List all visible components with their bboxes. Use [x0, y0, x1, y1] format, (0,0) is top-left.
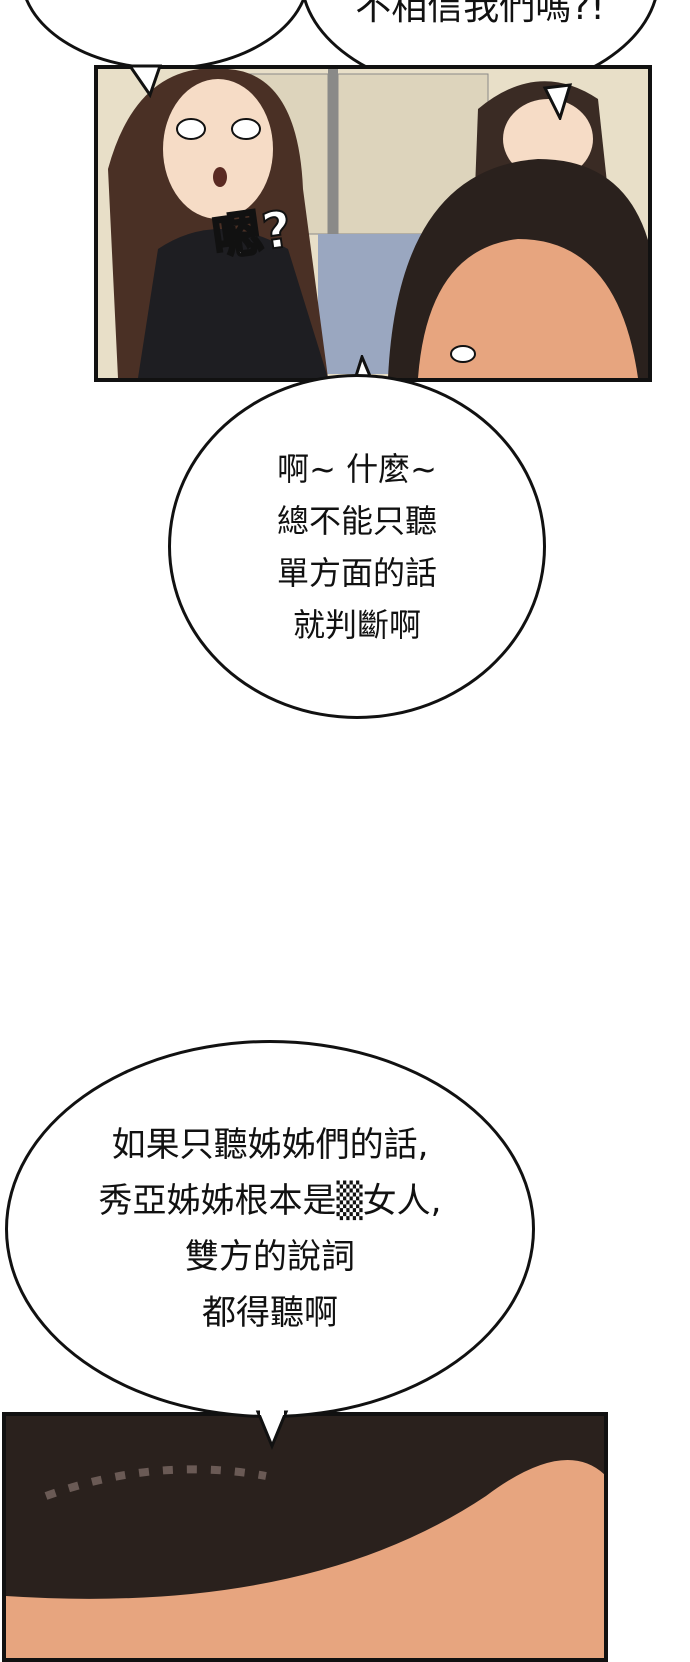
panel-2-artwork: [6, 1416, 604, 1599]
bubble-text: 就判斷啊: [292, 605, 421, 644]
bubble-text: 雙方的說詞: [185, 1237, 355, 1277]
speech-bubble-bottom: 如果只聽姊姊們的話, 秀亞姊姊根本是▒女人, 雙方的說詞 都得聽啊: [5, 1040, 535, 1418]
bubble-text: 不相信我們嗎?!: [355, 0, 605, 28]
comic-panel-1: 嗯?: [94, 65, 652, 382]
sound-effect-text: 嗯?: [208, 199, 296, 269]
bubble-text: 如果只聽姊姊們的話,: [111, 1125, 429, 1165]
bubble-text: 秀亞姊姊根本是▒女人,: [98, 1181, 442, 1221]
comic-panel-2: [2, 1412, 608, 1662]
bubble-tails-top: [127, 64, 573, 120]
bubble-text: 都得聽啊: [202, 1293, 338, 1333]
speech-bubble-middle: 啊~ 什麼~ 總不能只聽 單方面的話 就判斷啊: [168, 374, 546, 719]
panel-1-artwork: [98, 69, 648, 378]
bubble-text: 單方面的話: [276, 553, 437, 592]
bubble-tail-bottom: [255, 1410, 289, 1450]
bubble-text: 啊~ 什麼~: [277, 449, 437, 488]
bubble-text: 總不能只聽: [276, 501, 437, 540]
